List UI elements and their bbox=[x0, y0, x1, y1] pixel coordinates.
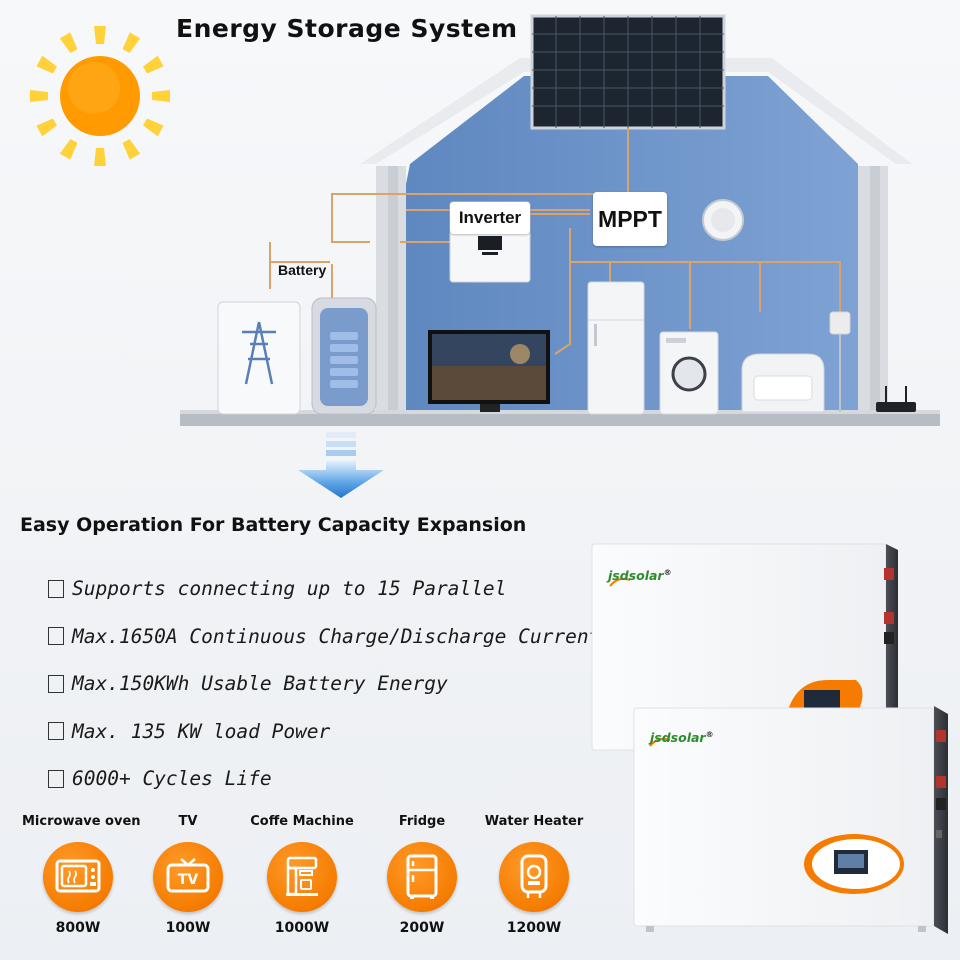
appliance-name: Water Heater bbox=[484, 814, 584, 829]
fridge-icon bbox=[387, 842, 457, 912]
sun-icon bbox=[30, 26, 170, 166]
inverter-label: Inverter bbox=[450, 202, 530, 234]
svg-text:TV: TV bbox=[178, 872, 199, 888]
coffee-machine-icon bbox=[267, 842, 337, 912]
wall-battery-illustration bbox=[591, 543, 948, 934]
page-title: Energy Storage System bbox=[176, 14, 518, 43]
checkbox-bullet-icon bbox=[48, 769, 64, 788]
feature-item: 6000+ Cycles Life bbox=[48, 755, 608, 803]
feature-item: Max.150KWh Usable Battery Energy bbox=[48, 660, 608, 708]
appliance-coffee-machine: Coffe Machine 1000W bbox=[246, 814, 358, 936]
appliance-power: 1000W bbox=[274, 920, 330, 936]
feature-list: Supports connecting up to 15 Parallel Ma… bbox=[48, 565, 608, 803]
microwave-icon bbox=[43, 842, 113, 912]
appliance-power: 200W bbox=[399, 920, 445, 936]
appliance-power: 100W bbox=[165, 920, 211, 936]
checkbox-bullet-icon bbox=[48, 579, 64, 598]
tv-icon: TV bbox=[153, 842, 223, 912]
feature-text: Max. 135 KW load Power bbox=[72, 719, 331, 743]
feature-item: Max. 135 KW load Power bbox=[48, 708, 608, 756]
appliance-tv: TV TV 100W bbox=[132, 814, 244, 936]
fridge-unit bbox=[587, 281, 645, 415]
appliance-row: Microwave oven 800W TV TV 100W Coffe Mac… bbox=[14, 814, 594, 944]
appliance-name: Fridge bbox=[398, 814, 446, 829]
mppt-label: MPPT bbox=[593, 192, 667, 246]
appliance-water-heater: Water Heater 1200W bbox=[478, 814, 590, 936]
brand-logo-top: jsdsolar® bbox=[608, 568, 672, 584]
appliance-name: Coffe Machine bbox=[250, 814, 354, 829]
water-heater-icon bbox=[499, 842, 569, 912]
feature-item: Supports connecting up to 15 Parallel bbox=[48, 565, 608, 613]
feature-text: Max.150KWh Usable Battery Energy bbox=[72, 672, 448, 696]
battery-label: Battery bbox=[278, 262, 327, 278]
house-diagram bbox=[180, 14, 940, 426]
battery-product-images: jsdsolar® jsdsolar® bbox=[588, 540, 960, 960]
appliance-name: TV bbox=[178, 814, 198, 829]
down-arrow-icon bbox=[298, 432, 384, 498]
checkbox-bullet-icon bbox=[48, 674, 64, 693]
brand-logo-bottom: jsdsolar® bbox=[650, 730, 714, 746]
armchair bbox=[741, 353, 825, 413]
appliance-power: 1200W bbox=[506, 920, 562, 936]
feature-text: 6000+ Cycles Life bbox=[72, 767, 272, 791]
feature-text: Max.1650A Continuous Charge/Discharge Cu… bbox=[72, 624, 601, 648]
solar-panel bbox=[530, 14, 726, 130]
washing-machine bbox=[659, 331, 719, 415]
appliance-fridge: Fridge 200W bbox=[366, 814, 478, 936]
feature-text: Supports connecting up to 15 Parallel bbox=[72, 577, 507, 601]
section-heading: Easy Operation For Battery Capacity Expa… bbox=[20, 514, 527, 536]
checkbox-bullet-icon bbox=[48, 722, 64, 741]
appliance-name: Microwave oven bbox=[22, 814, 141, 829]
appliance-power: 800W bbox=[55, 920, 101, 936]
tv-unit bbox=[428, 330, 550, 412]
appliance-microwave: Microwave oven 800W bbox=[22, 814, 141, 936]
grid-cabinet bbox=[217, 301, 301, 415]
battery-unit bbox=[311, 297, 377, 415]
feature-item: Max.1650A Continuous Charge/Discharge Cu… bbox=[48, 613, 608, 661]
checkbox-bullet-icon bbox=[48, 627, 64, 646]
